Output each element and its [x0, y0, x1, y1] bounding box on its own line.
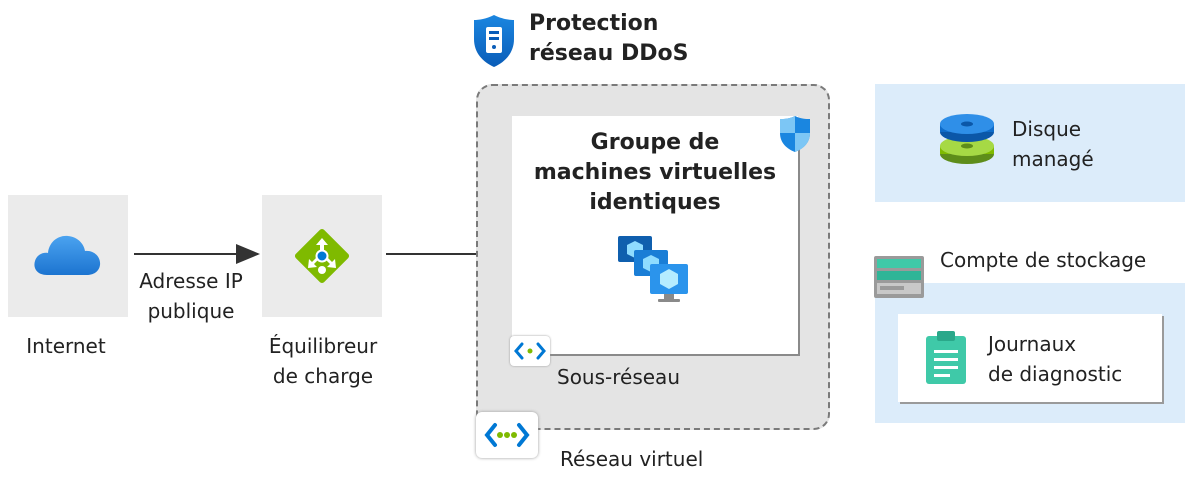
public-ip-line1: Adresse IP: [139, 269, 243, 293]
load-balancer-box: [262, 195, 382, 317]
public-ip-line2: publique: [147, 299, 235, 323]
storage-account-icon: [874, 256, 924, 298]
vmss-card: Groupe de machines virtuelles identiques: [512, 116, 810, 354]
ddos-title: Protection réseau DDoS: [529, 9, 688, 69]
managed-disk-line1: Disque: [1012, 117, 1082, 141]
vmss-title: Groupe de machines virtuelles identiques: [512, 128, 798, 218]
vnet-icon: [476, 412, 538, 458]
vmss-line3: identiques: [589, 190, 721, 215]
storage-account-label: Compte de stockage: [940, 248, 1147, 272]
managed-disk-icon: [940, 114, 994, 164]
load-balancer-label: Équilibreur de charge: [250, 331, 396, 391]
security-shield-icon: [780, 116, 810, 152]
managed-disk-label: Disque managé: [1012, 114, 1094, 174]
diagnostic-logs-line2: de diagnostic: [988, 362, 1123, 386]
ddos-line1: Protection: [529, 11, 659, 36]
vm-stack-icon: [618, 236, 688, 302]
vnet-label: Réseau virtuel: [560, 447, 704, 471]
diagnostic-logs-line1: Journaux: [988, 332, 1077, 356]
public-ip-label: Adresse IP publique: [126, 266, 256, 326]
diagnostic-logs-card: Journaux de diagnostic: [898, 314, 1162, 402]
managed-disk-line2: managé: [1012, 147, 1094, 171]
subnet-icon: [510, 336, 550, 366]
cloud-icon: [34, 235, 101, 275]
vmss-line2: machines virtuelles: [533, 160, 777, 185]
subnet-label: Sous-réseau: [557, 365, 680, 389]
clipboard-icon: [926, 331, 966, 384]
load-balancer-line1: Équilibreur: [268, 334, 378, 358]
diagnostic-logs-label: Journaux de diagnostic: [988, 329, 1122, 389]
load-balancer-line2: de charge: [272, 364, 374, 388]
internet-label: Internet: [26, 334, 106, 358]
internet-box: [8, 195, 128, 317]
vmss-line1: Groupe de: [590, 130, 720, 155]
ddos-line2: réseau DDoS: [529, 41, 689, 66]
load-balancer-icon: [294, 228, 350, 284]
managed-disk-panel: [875, 84, 1185, 202]
ddos-shield-icon: [474, 15, 514, 67]
